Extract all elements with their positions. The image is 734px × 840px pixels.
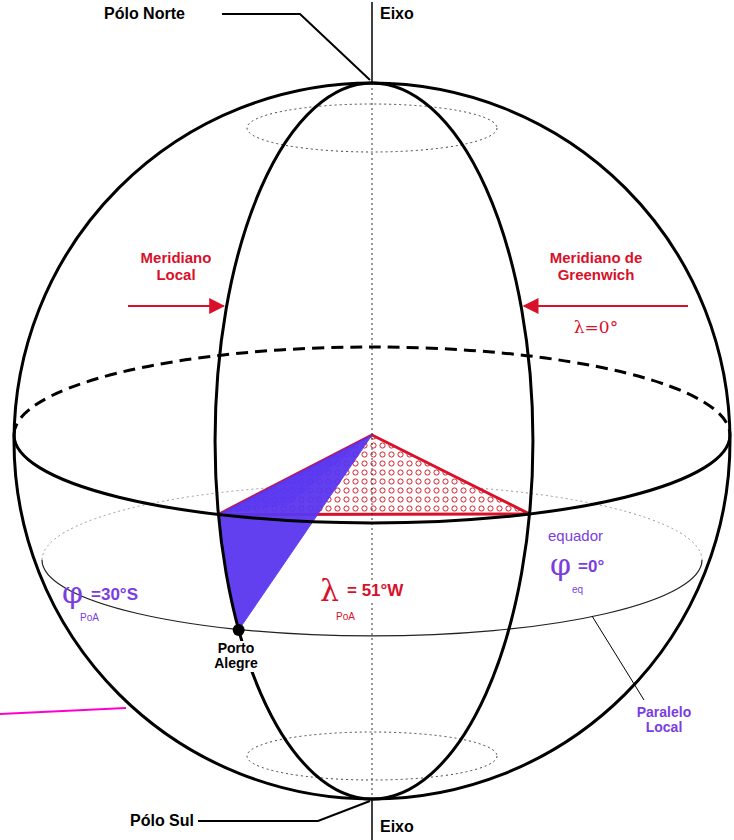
equator-back bbox=[14, 347, 730, 435]
axis bbox=[371, 799, 373, 840]
longitude-triangle bbox=[218, 435, 529, 514]
latitude-value: =0° bbox=[578, 558, 604, 577]
leader-line bbox=[592, 616, 644, 700]
local-meridian bbox=[215, 83, 372, 799]
longitude-symbol: λ bbox=[318, 574, 341, 607]
parallel-label: Paralelo Local bbox=[626, 705, 702, 736]
axis-label: Eixo bbox=[380, 818, 414, 836]
subscript: eq bbox=[572, 584, 583, 595]
leader-line bbox=[198, 801, 370, 821]
subscript: PoA bbox=[80, 612, 99, 623]
globe-outline bbox=[14, 83, 730, 799]
city-dot bbox=[233, 624, 245, 636]
pointer-arrow bbox=[128, 305, 224, 307]
subscript: PoA bbox=[334, 611, 357, 622]
longitude-value: λ=0° bbox=[574, 318, 618, 337]
latitude-wedge bbox=[218, 435, 372, 630]
latitude-symbol: φ bbox=[550, 548, 571, 581]
meridian-label: Meridiano Local bbox=[121, 250, 231, 283]
equator bbox=[14, 435, 730, 523]
pole-label: Pólo Sul bbox=[130, 812, 194, 830]
latitude-symbol: φ bbox=[62, 576, 83, 609]
equator-label: equador bbox=[548, 528, 603, 545]
pointer-arrow bbox=[524, 305, 688, 307]
latitude-shade bbox=[218, 435, 372, 514]
pointer-line bbox=[0, 708, 126, 714]
city-label: Porto Alegre bbox=[202, 641, 270, 672]
pole-label: Pólo Norte bbox=[104, 5, 185, 23]
leader-line bbox=[222, 14, 370, 80]
longitude-value: = 51°W bbox=[345, 582, 405, 601]
axis bbox=[371, 2, 373, 83]
latitude-value: =30°S bbox=[91, 586, 138, 605]
meridian-label: Meridiano de Greenwich bbox=[536, 250, 656, 283]
greenwich-meridian bbox=[372, 83, 533, 799]
axis-hidden bbox=[372, 83, 373, 799]
axis-label: Eixo bbox=[380, 5, 414, 23]
